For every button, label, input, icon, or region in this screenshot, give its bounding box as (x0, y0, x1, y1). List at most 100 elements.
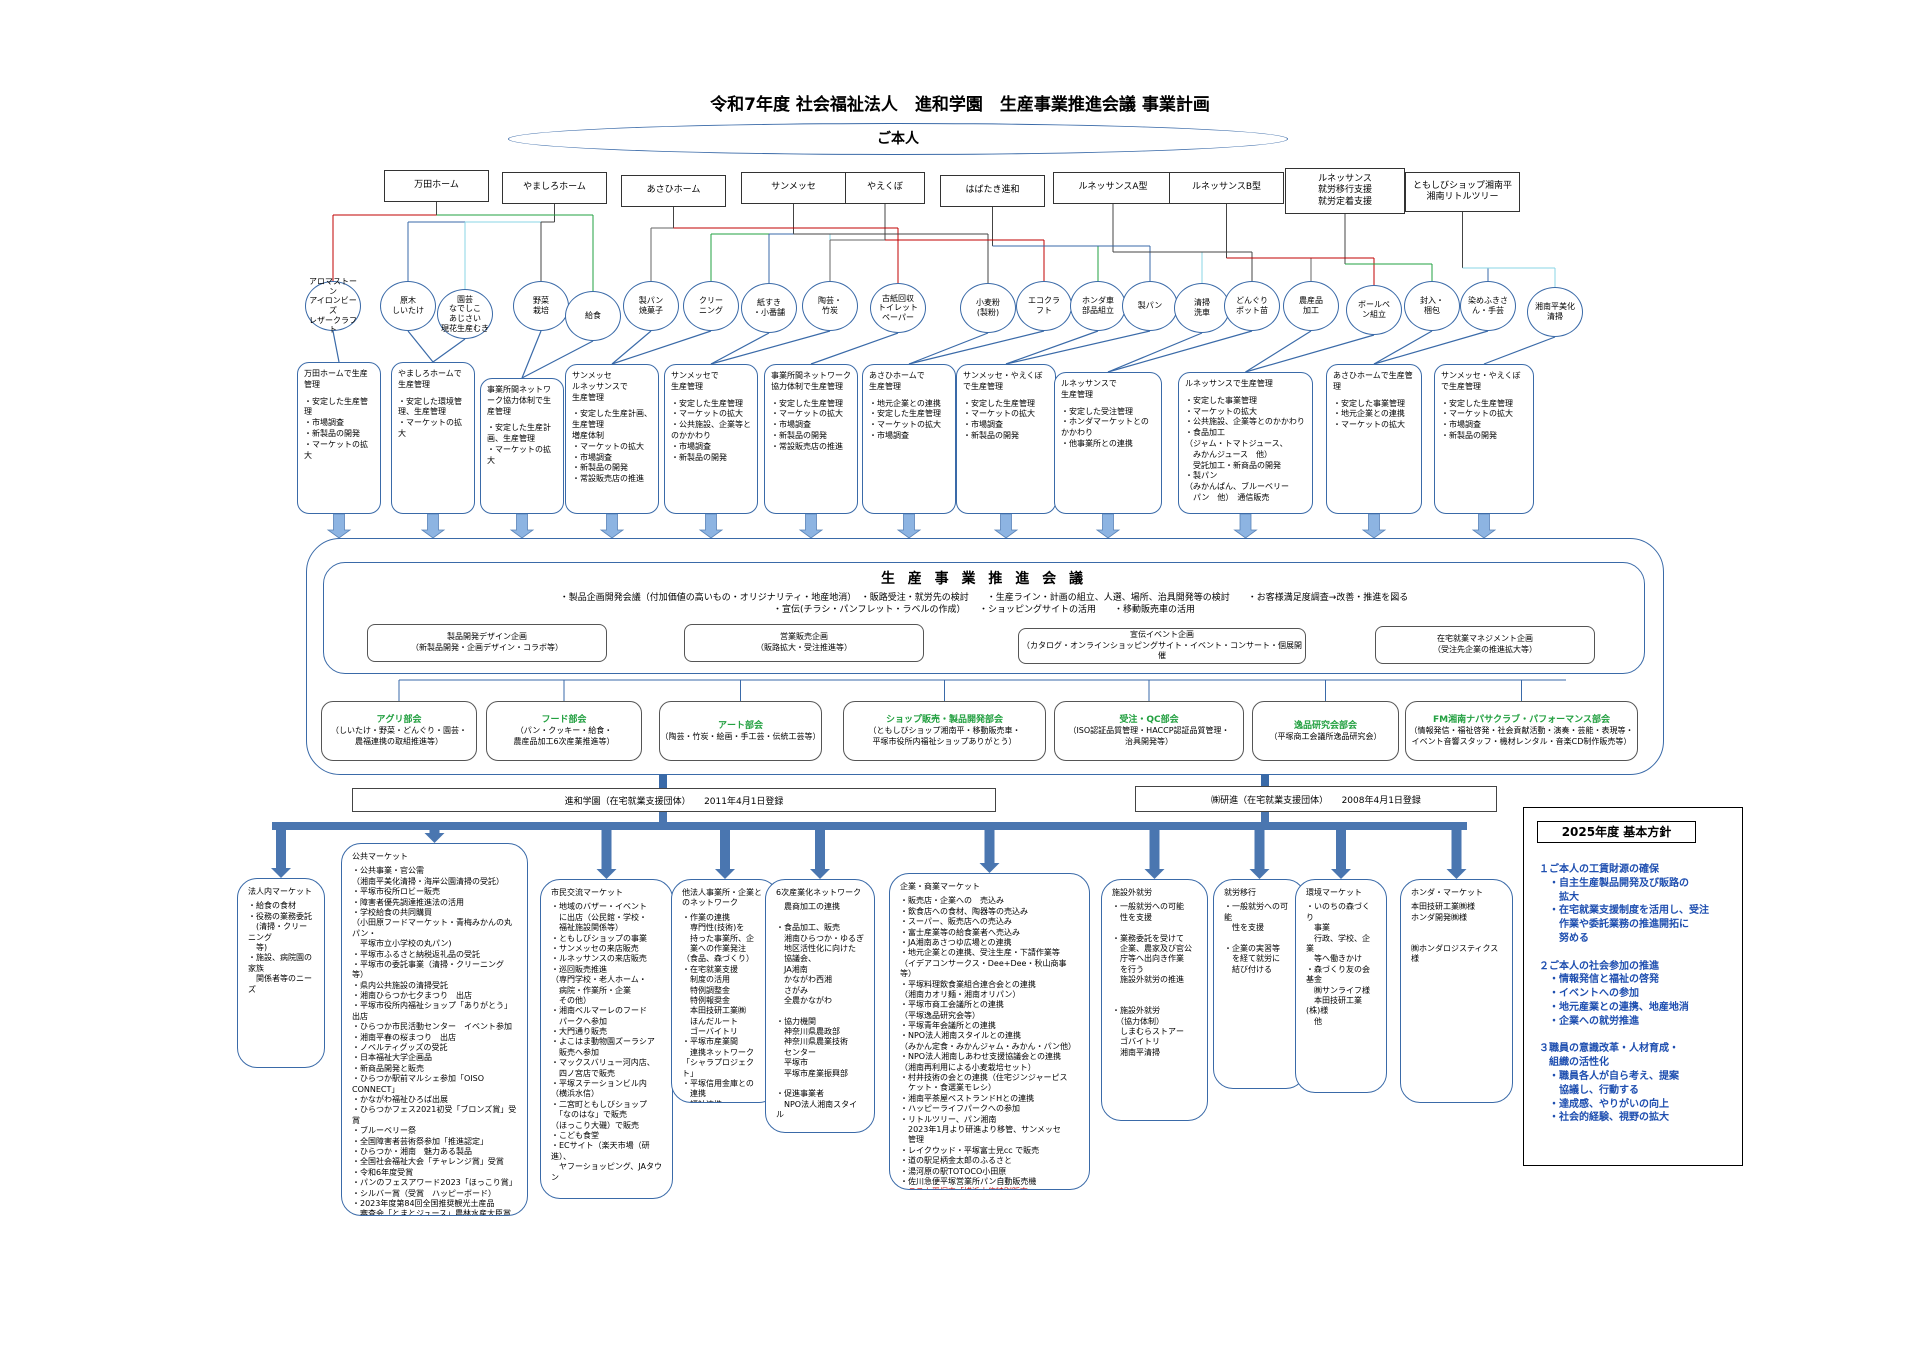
work-label: 清掃 洗車 (1194, 298, 1210, 317)
site-box: ルネッサンスB型 (1169, 172, 1284, 204)
work-ellipse: 清掃 洗車 (1174, 283, 1230, 333)
work-dept-line (611, 330, 652, 365)
site-label: サンメッセ (771, 182, 816, 193)
dept-head: あさひホームで 生産管理 (869, 371, 925, 391)
plan-box: 製品開発デザイン企画（新製品開発・企画デザイン・コラボ等） (367, 624, 607, 662)
dept-box: 事業所間ネットワーク協力体制で生産管理・安定した生産管理 ・マーケットの拡大 ・… (764, 364, 858, 514)
market-box: 公共マーケット・公共事業・官公需 （湘南平美化清掃・海岸公園清掃の受託） ・平塚… (341, 843, 528, 1216)
work-ellipse: 湘南平美化 清掃 (1527, 287, 1583, 337)
work-dept-line (1373, 330, 1433, 365)
work-label: 古紙回収 トイレット ペーパー (878, 293, 918, 322)
market-head: 企業・商業マーケット (900, 882, 980, 891)
work-label: 紙すき ・小番舗 (753, 298, 785, 317)
dept-head: 万田ホームで生産管理 (304, 369, 368, 389)
bukai-desc: （平塚商工会議所逸品研究会） (1269, 731, 1382, 741)
site-box: ルネッサンス 就労移行支援 就労定着支援 (1285, 168, 1405, 214)
dept-council-arrow (420, 513, 446, 539)
work-label: アロマストーン アイロンビーズ レザークラフト (309, 277, 357, 335)
registration-label: ㈱研進（在宅就業支援団体） 2008年4月1日登録 (1211, 795, 1421, 806)
market-arrow (979, 826, 1000, 873)
dept-council-arrow (1471, 513, 1497, 539)
work-ellipse: 紙すき ・小番舗 (741, 283, 797, 333)
site-label: ルネッサンスA型 (1078, 182, 1148, 193)
dept-body: ・安定した生産計画、生産管理 増産体制 ・マーケットの拡大 ・市場調査 ・新製品… (572, 409, 652, 484)
dept-body: ・安定した生産計画、生産管理 ・マーケットの拡大 (487, 423, 551, 465)
policy-box (1523, 807, 1743, 1166)
work-label: 原木 しいたけ (392, 296, 424, 315)
market-body: ・地域のバザー・イベント に出店（公民館・学校・ 福祉施設関係等） ・ともしびシ… (551, 902, 662, 1182)
site-box: サンメッセ (741, 172, 846, 204)
dept-head: サンメッセ・やえくぼで生産管理 (963, 371, 1043, 391)
market-box: 法人内マーケット・給食の食材 ・役務の業務委託 (清掃・クリーニング 等) ・施… (237, 878, 325, 1068)
plan-box: 宣伝イベント企画（カタログ・オンラインショッピングサイト・イベント・コンサート・… (1018, 628, 1306, 664)
council-title: 生 産 事 業 推 進 会 議 (880, 571, 1088, 587)
work-dept-line (1245, 334, 1375, 373)
dept-head: ルネッサンスで 生産管理 (1061, 379, 1117, 399)
site-label: ルネッサンス 就労移行支援 就労定着支援 (1317, 174, 1372, 207)
work-ellipse: 給食 (565, 291, 621, 341)
dept-body: ・安定した生産管理 ・マーケットの拡大 ・公共施設、企業等とのかかわり ・市場調… (671, 398, 751, 462)
dept-body: ・安定した生産管理 ・マーケットの拡大 ・市場調査 ・新製品の開発 (1441, 398, 1513, 440)
council-line-1: ・製品企画開発会議（付加価値の高いもの・オリジナリティ・地産地消） ・販路受注・… (559, 593, 1409, 603)
bukai-desc: （ISO認証品質管理・HACCP認証品質管理・ 治具開発等） (1068, 726, 1230, 747)
dept-box: やましろホームで生産管理・安定した環境管理、生産管理 ・マーケットの拡大 (391, 362, 475, 514)
market-body: 本田技研工業㈱様 ホンダ開発㈱様 ㈱ホンダロジスティクス様 (1411, 902, 1499, 964)
work-dept-line (908, 332, 989, 365)
market-box: 企業・商業マーケット・販売店・企業への 売込み ・飲食店への食材、陶器等の売込み… (889, 873, 1090, 1190)
work-ellipse: 原木 しいたけ (380, 281, 436, 331)
plan-name: 営業販売企画 (780, 632, 828, 642)
plan-desc: （新製品開発・企画デザイン・コラボ等） (411, 643, 563, 652)
site-label: はばたき進和 (965, 185, 1020, 196)
site-box: ルネッサンスA型 (1053, 172, 1173, 204)
work-dept-line (908, 330, 1045, 365)
work-label: ボールペ ン組立 (1358, 300, 1390, 319)
dept-council-arrow (993, 513, 1019, 539)
market-arrow (715, 826, 735, 879)
plan-name: 在宅就業マネジメント企画 (1437, 634, 1533, 644)
market-body: ・販売店・企業への 売込み ・飲食店への食材、陶器等の売込み ・スーパー、販売店… (900, 896, 1076, 1186)
site-label: やましろホーム (523, 182, 586, 193)
dept-body: ・安定した環境管理、生産管理 ・マーケットの拡大 (398, 396, 462, 438)
work-label: どんぐり ポット苗 (1236, 296, 1268, 315)
work-ellipse: クリー ニング (683, 281, 739, 331)
bukai-name: 逸品研究会部会 (1293, 720, 1357, 731)
market-head: 6次産業化ネットワーク (776, 888, 862, 897)
plan-box: 営業販売企画（販路拡大・受注推進等） (684, 624, 924, 662)
dept-council-arrow (509, 513, 535, 539)
bukai-box: FM湘南ナパサクラブ・パフォーマンス部会（情報発信・福祉啓発・社会貢献活動・演奏… (1405, 701, 1638, 761)
bukai-name: FM湘南ナパサクラブ・パフォーマンス部会 (1433, 715, 1610, 726)
work-ellipse: どんぐり ポット苗 (1224, 281, 1280, 331)
work-dept-line (1107, 330, 1253, 373)
bukai-box: ショップ販売・製品開発部会（ともしびショップ湘南平・移動販売車・ 平塚市役所内福… (843, 701, 1046, 761)
site-box: ともしびショップ湘南平 湘南リトルツリー (1405, 172, 1520, 212)
work-ellipse: 小麦粉 (製粉) (960, 283, 1016, 333)
work-label: 湘南平美化 清掃 (1535, 302, 1575, 321)
page-title: 令和7年度 社会福祉法人 進和学園 生産事業推進会議 事業計画 (710, 95, 1210, 115)
work-ellipse: 陶芸・ 竹炭 (802, 281, 858, 331)
policy-body: １ご本人の工賃財源の確保 ・自主生産製品開発及び販路の 拡大 ・在宅就業支援制度… (1539, 864, 1709, 1124)
work-dept-line (432, 338, 466, 363)
site-label: ルネッサンスB型 (1192, 182, 1261, 193)
site-label: 万田ホーム (414, 180, 459, 191)
dept-body: ・安定した生産管理 ・マーケットの拡大 ・市場調査 ・新製品の開発 ・常設販売店… (771, 398, 843, 451)
work-dept-line (1245, 330, 1312, 373)
plan-desc: （販路拡大・受注推進等） (756, 643, 852, 652)
work-label: クリー ニング (699, 296, 723, 315)
dept-head: 事業所間ネットワーク協力体制で生産管理 (771, 371, 851, 391)
site-label: ともしびショップ湘南平 湘南リトルツリー (1412, 180, 1512, 202)
site-label: あさひホーム (646, 185, 701, 196)
work-ellipse: ホンダ車 部品組立 (1070, 281, 1126, 331)
market-head: 他法人事業所・企業とのネットワーク (682, 888, 762, 908)
top-node-honnin: ご本人 (508, 123, 1288, 155)
work-label: エコクラ フト (1028, 296, 1060, 315)
bukai-name: ショップ販売・製品開発部会 (885, 715, 1003, 726)
dept-council-arrow (599, 513, 625, 539)
dept-box: 万田ホームで生産管理・安定した生産管理 ・市場調査 ・新製品の開発 ・マーケット… (297, 362, 381, 514)
policy-title: 2025年度 基本方針 (1537, 821, 1696, 843)
market-body: ・給食の食材 ・役務の業務委託 (清掃・クリーニング 等) ・施設、病院園の家族… (248, 901, 312, 994)
dept-head: サンメッセで 生産管理 (671, 371, 719, 391)
market-body: ・一般就労への可能 性を支援 ・業務委託を受けて 企業、農家及び官公 庁等へ出向… (1112, 902, 1192, 1057)
market-body: 農商加工の連携 ・食品加工、販売 湘南ひらつか・ゆるぎ 地区活性化に向けた 協議… (776, 902, 864, 1120)
work-ellipse: 染めふきさ ん・手芸 (1460, 281, 1516, 331)
bukai-name: 受注・QC部会 (1119, 715, 1179, 726)
